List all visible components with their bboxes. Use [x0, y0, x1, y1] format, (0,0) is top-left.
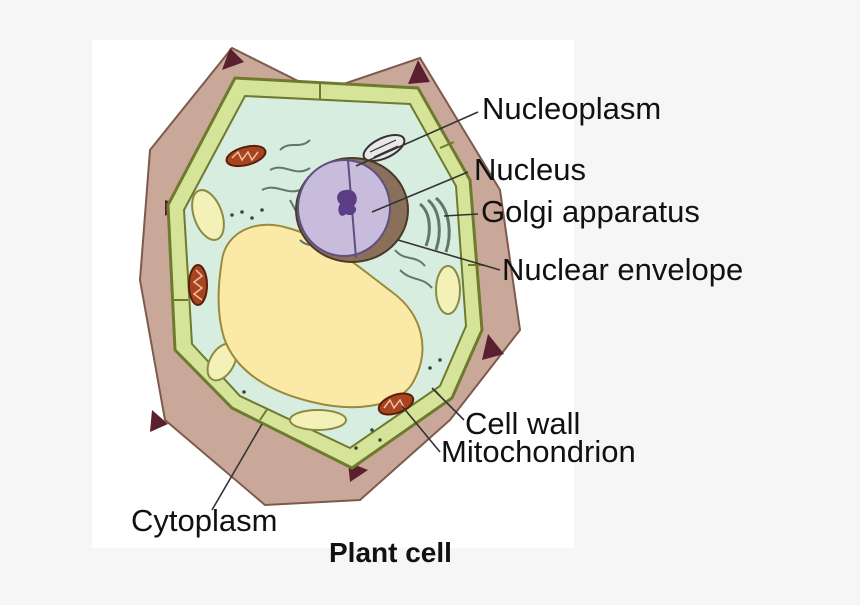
chloroplast — [362, 134, 406, 162]
mitochondrion — [225, 144, 267, 168]
label-mitochondrion: Mitochondrion — [441, 434, 636, 469]
golgi-apparatus — [418, 196, 451, 253]
label-golgi-apparatus: Golgi apparatus — [481, 194, 700, 229]
leader-nuclear-envelope — [397, 239, 501, 271]
label-nuclear-envelope: Nuclear envelope — [502, 252, 744, 287]
leader-cytoplasm — [211, 423, 263, 511]
small-vacuole — [435, 265, 461, 315]
small-vacuole — [289, 409, 347, 431]
leader-nucleoplasm — [355, 111, 479, 167]
label-nucleus: Nucleus — [474, 152, 586, 187]
label-cytoplasm: Cytoplasm — [131, 503, 278, 538]
nucleus — [295, 157, 409, 263]
label-nucleoplasm: Nucleoplasm — [482, 91, 662, 126]
small-vacuole — [191, 189, 225, 241]
leader-golgi — [443, 213, 479, 217]
mitochondrion — [188, 264, 208, 306]
label-cell-wall: Cell wall — [465, 406, 581, 441]
corner-wedge — [482, 334, 504, 360]
corner-wedge — [150, 410, 168, 432]
corner-wedge — [408, 60, 430, 84]
central-vacuole — [217, 223, 424, 409]
corner-wedge — [222, 48, 244, 70]
leader-cell-wall — [431, 387, 465, 421]
diagram-caption: Plant cell — [329, 537, 452, 568]
leader-nucleus — [371, 171, 469, 213]
leader-mitochondrion — [401, 405, 441, 453]
